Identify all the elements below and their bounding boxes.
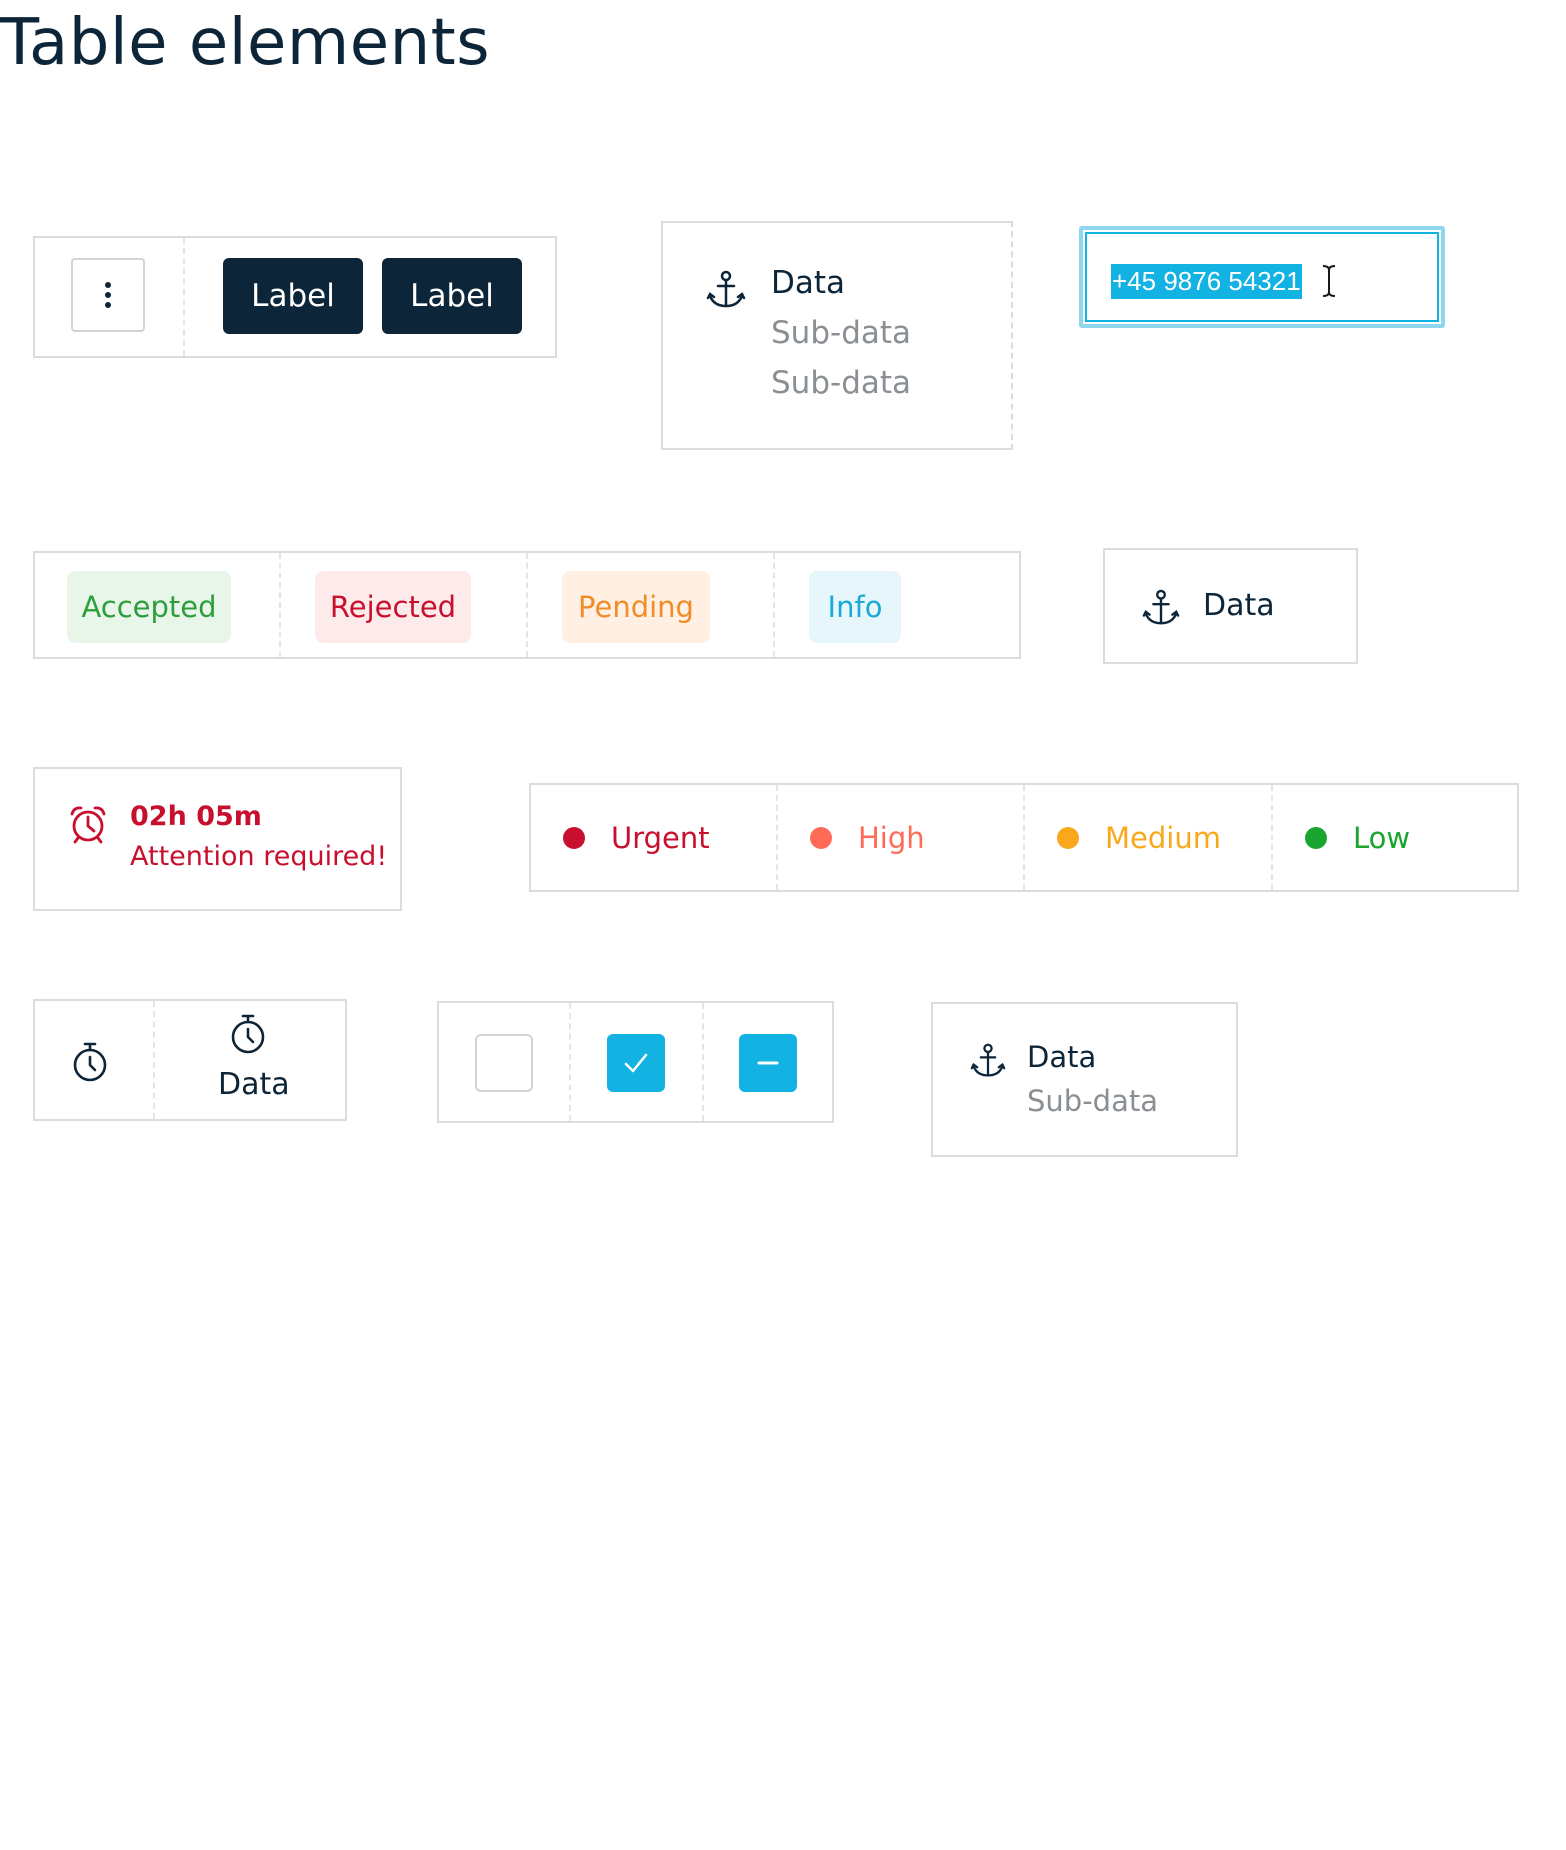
alert-time: 02h 05m — [130, 801, 262, 832]
status-tag-rejected: Rejected — [315, 571, 471, 643]
page-title: Table elements — [0, 6, 491, 80]
data-cell-multi: Data Sub-data Sub-data — [661, 221, 1013, 450]
kebab-menu-icon — [105, 282, 111, 308]
checkbox-checked[interactable] — [607, 1034, 665, 1092]
status-tag-accepted-label: Accepted — [81, 590, 217, 624]
alarm-clock-icon — [67, 803, 109, 845]
checkbox-cell — [437, 1001, 834, 1123]
status-tag-info-label: Info — [827, 590, 883, 624]
priority-low: Low — [1305, 785, 1410, 890]
anchor-icon — [705, 269, 747, 311]
checkbox-indeterminate[interactable] — [739, 1034, 797, 1092]
more-options-button[interactable] — [71, 258, 145, 332]
data-label: Data — [1203, 588, 1275, 623]
anchor-icon — [969, 1042, 1007, 1080]
phone-input[interactable]: +45 9876 54321 — [1085, 232, 1439, 322]
priority-urgent-label: Urgent — [611, 820, 710, 855]
alert-message: Attention required! — [130, 841, 388, 872]
phone-input-value: +45 9876 54321 — [1111, 264, 1302, 299]
priority-cell: Urgent High Medium Low — [529, 783, 1519, 892]
status-tag-info: Info — [809, 571, 901, 643]
status-tag-rejected-label: Rejected — [329, 590, 457, 624]
phone-input-focus-ring: +45 9876 54321 — [1079, 226, 1445, 328]
status-tag-accepted: Accepted — [67, 571, 231, 643]
status-tag-pending-label: Pending — [578, 590, 694, 624]
sub-data-label-1: Sub-data — [771, 315, 912, 351]
timer-cell: Data — [33, 999, 347, 1121]
priority-medium-label: Medium — [1105, 820, 1221, 855]
status-tag-pending: Pending — [562, 571, 710, 643]
data-label: Data — [1027, 1040, 1097, 1074]
priority-urgent-dot — [563, 826, 585, 849]
text-cursor-icon — [1322, 265, 1336, 297]
sub-data-label-2: Sub-data — [771, 365, 912, 401]
priority-high: High — [810, 785, 925, 890]
priority-high-label: High — [858, 820, 925, 855]
checkbox-unchecked[interactable] — [475, 1034, 533, 1092]
timer-data-label: Data — [218, 1067, 290, 1102]
actions-cell: Label Label — [33, 236, 557, 358]
priority-medium: Medium — [1057, 785, 1221, 890]
priority-high-dot — [810, 826, 832, 849]
priority-medium-dot — [1057, 826, 1079, 849]
stopwatch-icon — [227, 1013, 269, 1055]
alert-cell: 02h 05m Attention required! — [33, 767, 402, 911]
data-cell-sub: Data Sub-data — [931, 1002, 1238, 1157]
sub-data-label: Sub-data — [1027, 1084, 1158, 1118]
data-label: Data — [771, 265, 846, 301]
minus-icon — [757, 1061, 779, 1065]
anchor-icon — [1141, 588, 1181, 628]
stopwatch-icon — [69, 1041, 111, 1083]
status-tags-cell: Accepted Rejected Pending Info — [33, 551, 1021, 659]
priority-low-label: Low — [1353, 820, 1411, 855]
label-button-1[interactable]: Label — [223, 258, 363, 334]
priority-urgent: Urgent — [563, 785, 710, 890]
data-cell-single: Data — [1103, 548, 1358, 664]
label-button-2[interactable]: Label — [382, 258, 522, 334]
checkmark-icon — [624, 1053, 648, 1073]
priority-low-dot — [1305, 826, 1327, 849]
